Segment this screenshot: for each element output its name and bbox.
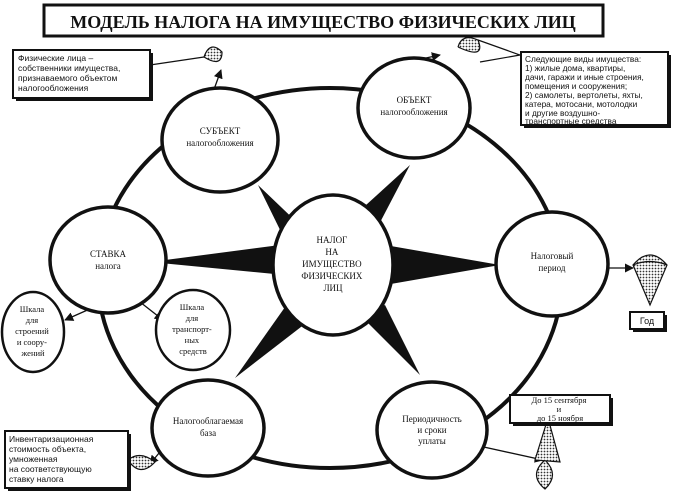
svg-text:НАЛОГ НА ИМУЩЕСТВО: НАЛОГ НА ИМУЩЕСТВО ФИЗИЧЕСКИХ ЛИЦ [301, 235, 364, 293]
cone-icon [632, 254, 668, 307]
svg-text:Следующие виды имущества:: Следующие виды имущества: 1) жилые дома,… [525, 54, 646, 126]
box-base-info: Инвентаризационная стоимость объекта, ум… [4, 430, 131, 491]
box-object-info: Следующие виды имущества: 1) жилые дома,… [520, 51, 671, 128]
title-box: МОДЕЛЬ НАЛОГА НА ИМУЩЕСТВО ФИЗИЧЕСКИХ ЛИ… [42, 3, 605, 38]
page-title: МОДЕЛЬ НАЛОГА НА ИМУЩЕСТВО ФИЗИЧЕСКИХ ЛИ… [70, 12, 576, 32]
box-subject-info: Физические лица – собственники имущества… [12, 49, 153, 101]
balloon-icon [127, 454, 156, 471]
svg-text:Инвентаризационная стоим: Инвентаризационная стоимость объекта, ум… [9, 434, 96, 484]
svg-text:До 15 сентября и д: До 15 сентября и до 15 ноября [531, 395, 588, 423]
svg-text:Год: Год [640, 316, 655, 326]
scale-buildings: Шкала для строений и соору- жений [0, 290, 66, 374]
scale-transport: Шкала для транспорт- ных средств [154, 288, 232, 372]
node-center: НАЛОГ НА ИМУЩЕСТВО ФИЗИЧЕСКИХ ЛИЦ [271, 193, 395, 337]
svg-text:Физические лица – собств: Физические лица – собственники имущества… [18, 53, 123, 93]
svg-text:Шкала для строений: Шкала для строений и соору- жений [15, 304, 51, 358]
box-payment-info: До 15 сентября и до 15 ноября [509, 394, 613, 426]
cone-icon [534, 415, 561, 490]
balloon-icon [457, 37, 523, 63]
box-period-info: Год [629, 311, 667, 332]
svg-text:Шкала для транспор: Шкала для транспорт- ных средств [172, 302, 214, 356]
balloon-icon [149, 46, 223, 66]
